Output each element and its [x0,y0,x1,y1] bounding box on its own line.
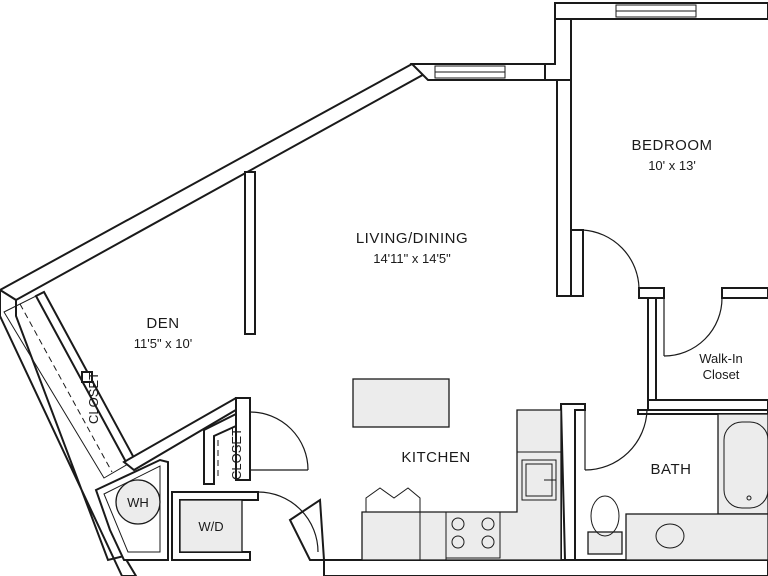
bath-label: BATH [651,461,692,478]
living-label: LIVING/DINING [356,230,468,247]
wh-label: WH [127,495,149,510]
wall-living-bedroom [556,79,572,297]
wall-den-south [122,396,248,472]
den-dims: 11'5" x 10' [134,336,193,351]
wall-bottom [323,559,768,576]
kitchen-range [445,511,501,559]
door-entry [257,491,319,553]
den-label: DEN [146,315,179,332]
wall-diagonal-north [0,62,431,302]
walkin-label-1: Walk-In [699,351,743,366]
wall-bedroom-south [638,287,665,299]
walkin-label-2: Closet [703,367,740,382]
water-heater [115,479,161,525]
refrigerator [365,487,421,513]
door-walkin [663,297,723,357]
door-bedroom [582,229,640,289]
hall-closet-label: CLOSET [229,428,244,480]
wall-den-living [244,171,256,335]
living-dims: 14'11" x 14'5" [373,251,451,266]
door-bath [584,409,648,471]
bedroom-dims: 10' x 13' [648,158,696,173]
bathtub [717,413,768,515]
kitchen-island [352,378,450,428]
door-hall-closet [249,411,309,471]
washer-dryer [179,499,243,553]
den-closet-label: CLOSET [86,372,101,424]
bedroom-label: BEDROOM [631,137,712,154]
wd-label: W/D [198,519,223,534]
toilet [587,531,623,555]
kitchen-label: KITCHEN [401,449,470,466]
bath-vanity [625,513,768,561]
